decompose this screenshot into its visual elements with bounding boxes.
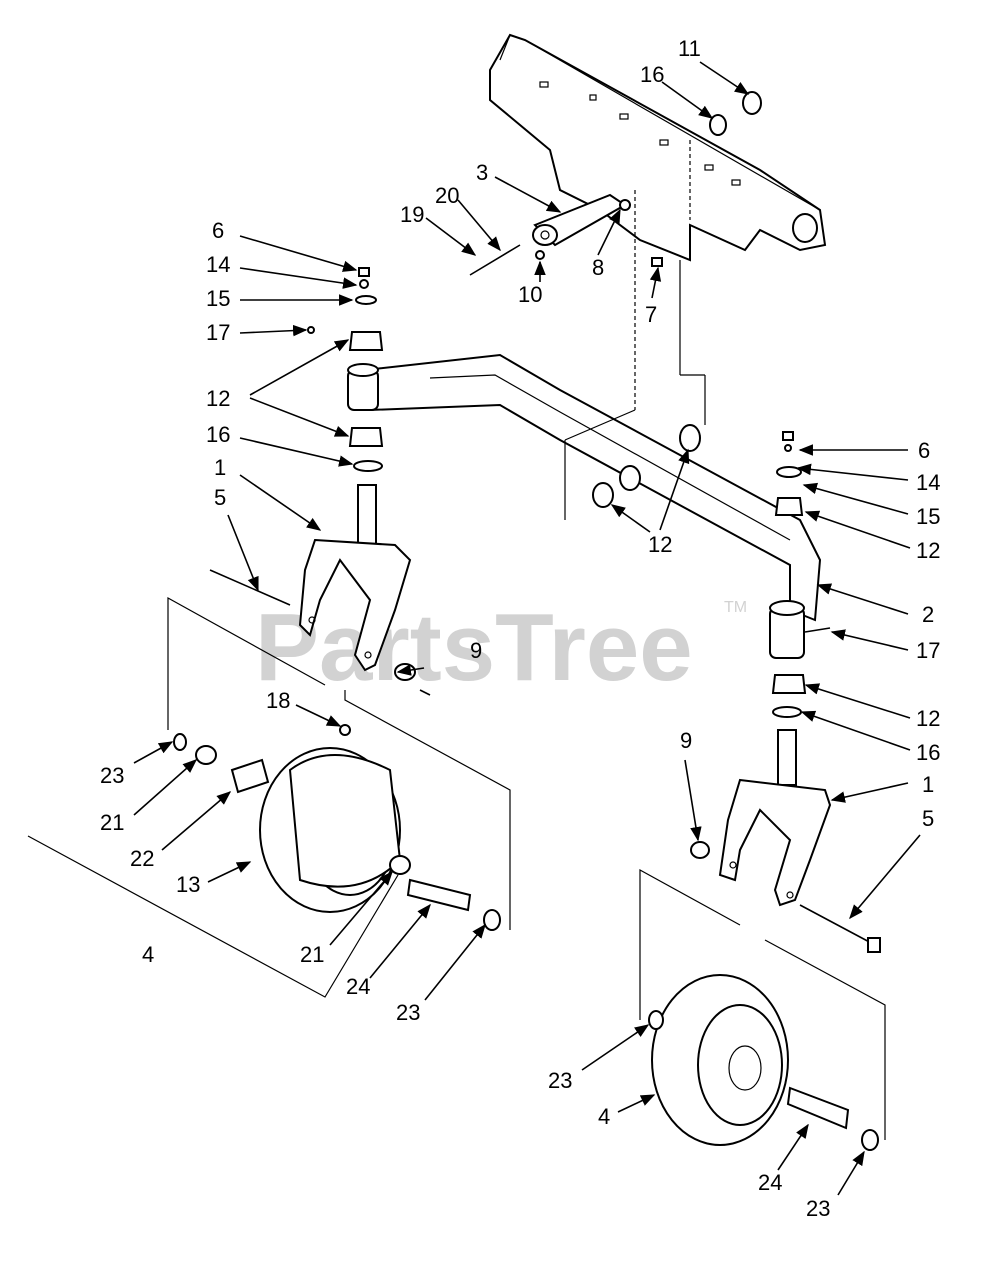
callout-23: 23	[806, 1196, 830, 1221]
watermark-text: PartsTree	[255, 594, 693, 701]
callout-23: 23	[396, 1000, 420, 1025]
callout-12: 12	[648, 532, 672, 557]
callout-24: 24	[346, 974, 370, 999]
right-fork	[690, 778, 881, 953]
callout-19: 19	[400, 202, 424, 227]
leader-lines	[133, 61, 921, 1196]
frame-hardware	[709, 91, 762, 136]
callout-4: 4	[598, 1104, 610, 1129]
callout-2: 2	[922, 602, 934, 627]
callout-12: 12	[206, 386, 230, 411]
callout-15: 15	[916, 504, 940, 529]
right-spindle-hardware	[771, 431, 831, 786]
callout-14: 14	[916, 470, 940, 495]
callout-21: 21	[100, 810, 124, 835]
main-frame	[489, 33, 827, 262]
callout-1: 1	[214, 455, 226, 480]
callout-16: 16	[916, 740, 940, 765]
callout-5: 5	[922, 806, 934, 831]
callout-17: 17	[206, 320, 230, 345]
callout-7: 7	[645, 302, 657, 327]
callout-8: 8	[592, 255, 604, 280]
callout-20: 20	[435, 183, 459, 208]
callout-17: 17	[916, 638, 940, 663]
callout-9: 9	[680, 728, 692, 753]
callout-16: 16	[640, 62, 664, 87]
callout-1: 1	[922, 772, 934, 797]
callout-3: 3	[476, 160, 488, 185]
callout-10: 10	[518, 282, 542, 307]
callout-13: 13	[176, 872, 200, 897]
callout-9: 9	[470, 638, 482, 663]
callout-labels: 11 16 3 20 19 8 10 7 6 14 15 17 12 16 1 …	[100, 36, 940, 1221]
watermark-trademark: TM	[724, 599, 747, 616]
assembly-brackets	[27, 596, 886, 1140]
callout-24: 24	[758, 1170, 782, 1195]
callout-6: 6	[212, 218, 224, 243]
callout-6: 6	[918, 438, 930, 463]
callout-14: 14	[206, 252, 230, 277]
callout-22: 22	[130, 846, 154, 871]
front-axle	[347, 353, 822, 659]
right-wheel	[648, 974, 879, 1151]
callout-16: 16	[206, 422, 230, 447]
left-spindle-hardware	[307, 267, 384, 546]
callout-12: 12	[916, 538, 940, 563]
callout-23: 23	[548, 1068, 572, 1093]
callout-4: 4	[142, 942, 154, 967]
callout-23: 23	[100, 763, 124, 788]
callout-12: 12	[916, 706, 940, 731]
pivot-assembly	[469, 190, 706, 520]
callout-5: 5	[214, 485, 226, 510]
callout-21: 21	[300, 942, 324, 967]
callout-15: 15	[206, 286, 230, 311]
left-fork	[209, 538, 416, 681]
callout-11: 11	[678, 36, 701, 61]
left-wheel	[173, 724, 501, 931]
callout-18: 18	[266, 688, 290, 713]
